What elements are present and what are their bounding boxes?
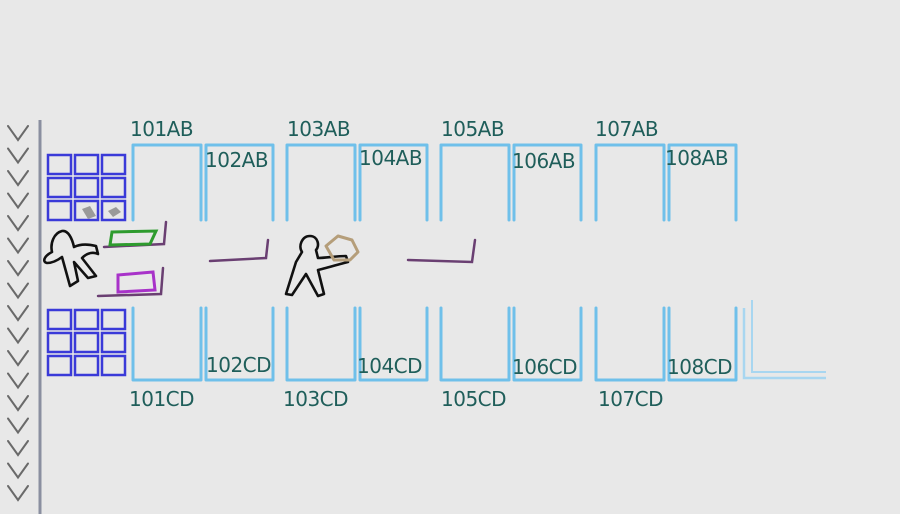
room-label-bottom: 106CD <box>512 355 578 379</box>
purple-outline-box-icon[interactable] <box>116 270 157 294</box>
chevron-down-icon <box>7 305 29 322</box>
desk-lower-left[interactable] <box>96 266 165 298</box>
storage-shelf-top[interactable] <box>46 153 127 222</box>
shelf-cell[interactable] <box>46 176 73 199</box>
desk-middle[interactable] <box>208 238 270 263</box>
room-label-top: 104AB <box>359 146 423 170</box>
chevron-down-icon <box>7 395 29 412</box>
chevron-down-icon <box>7 282 29 300</box>
shelf-cell[interactable] <box>46 308 73 331</box>
shelf-cell[interactable] <box>100 199 127 222</box>
shelf-cell[interactable] <box>73 308 100 331</box>
room-wall-bottom <box>512 306 583 382</box>
shelf-cell[interactable] <box>46 331 73 354</box>
shelf-cell[interactable] <box>46 354 73 377</box>
room-wall-top <box>512 143 583 222</box>
room-label-top: 102AB <box>205 148 269 172</box>
shelf-cell[interactable] <box>73 199 100 222</box>
chevron-down-icon <box>7 260 29 277</box>
gray-item-icon[interactable] <box>108 207 121 217</box>
room-wall-top <box>594 143 666 222</box>
room-label-top: 103AB <box>287 117 351 141</box>
room-wall-bottom <box>131 306 203 382</box>
shelf-cell[interactable] <box>100 153 127 176</box>
chevron-column <box>7 125 29 502</box>
corridor-end-wall <box>751 300 826 373</box>
room-walls <box>131 143 738 382</box>
room-wall-top <box>439 143 511 222</box>
room-wall-top <box>204 143 275 222</box>
storage-shelf-bottom[interactable] <box>46 308 127 377</box>
shelf-cell[interactable] <box>73 176 100 199</box>
shelf-cell[interactable] <box>73 331 100 354</box>
room-wall-bottom <box>594 306 666 382</box>
room-wall-bottom <box>204 306 275 382</box>
room-wall-bottom <box>358 306 429 382</box>
shelf-cell[interactable] <box>100 308 127 331</box>
room-label-bottom: 102CD <box>206 353 272 377</box>
room-wall-top <box>131 143 203 222</box>
desk-right[interactable] <box>406 238 477 264</box>
shelf-cell[interactable] <box>100 354 127 377</box>
shelf-cell[interactable] <box>73 153 100 176</box>
chevron-down-icon <box>7 147 29 165</box>
room-wall-bottom <box>667 306 738 382</box>
chevron-down-icon <box>7 327 29 345</box>
room-wall-top <box>667 143 738 222</box>
chevron-down-icon <box>7 417 29 435</box>
room-label-top: 107AB <box>595 117 659 141</box>
chevron-down-icon <box>7 440 29 457</box>
room-wall-bottom <box>439 306 511 382</box>
chevron-down-icon <box>7 350 29 367</box>
stick-figure-icon[interactable] <box>43 229 100 288</box>
box-outline-icon[interactable] <box>324 234 360 262</box>
shelf-cell[interactable] <box>46 199 73 222</box>
room-label-bottom: 107CD <box>598 387 664 411</box>
room-wall-top <box>358 143 429 222</box>
chevron-down-icon <box>7 462 29 480</box>
gray-item-icon[interactable] <box>82 206 96 219</box>
room-label-top: 106AB <box>512 149 576 173</box>
chevron-down-icon <box>7 485 29 502</box>
corridor-end-wall <box>742 308 826 380</box>
shelf-cell[interactable] <box>100 331 127 354</box>
green-outline-tray-icon[interactable] <box>108 229 159 247</box>
shelf-cell[interactable] <box>73 354 100 377</box>
room-label-bottom: 105CD <box>441 387 507 411</box>
chevron-down-icon <box>7 192 29 210</box>
chevron-down-icon <box>7 170 29 187</box>
chevron-down-icon <box>7 125 29 142</box>
room-wall-top <box>285 143 357 222</box>
chevron-down-icon <box>7 372 29 390</box>
room-label-bottom: 103CD <box>283 387 349 411</box>
room-label-bottom: 108CD <box>667 355 733 379</box>
stick-figure-carrying-box-icon[interactable] <box>284 234 350 298</box>
shelf-cell[interactable] <box>46 153 73 176</box>
room-label-top: 101AB <box>130 117 194 141</box>
room-wall-bottom <box>285 306 357 382</box>
room-label-bottom: 104CD <box>357 354 423 378</box>
room-label-bottom: 101CD <box>129 387 195 411</box>
chevron-down-icon <box>7 215 29 232</box>
chevron-down-icon <box>7 237 29 255</box>
room-label-top: 108AB <box>665 146 729 170</box>
shelf-cell[interactable] <box>100 176 127 199</box>
room-label-top: 105AB <box>441 117 505 141</box>
